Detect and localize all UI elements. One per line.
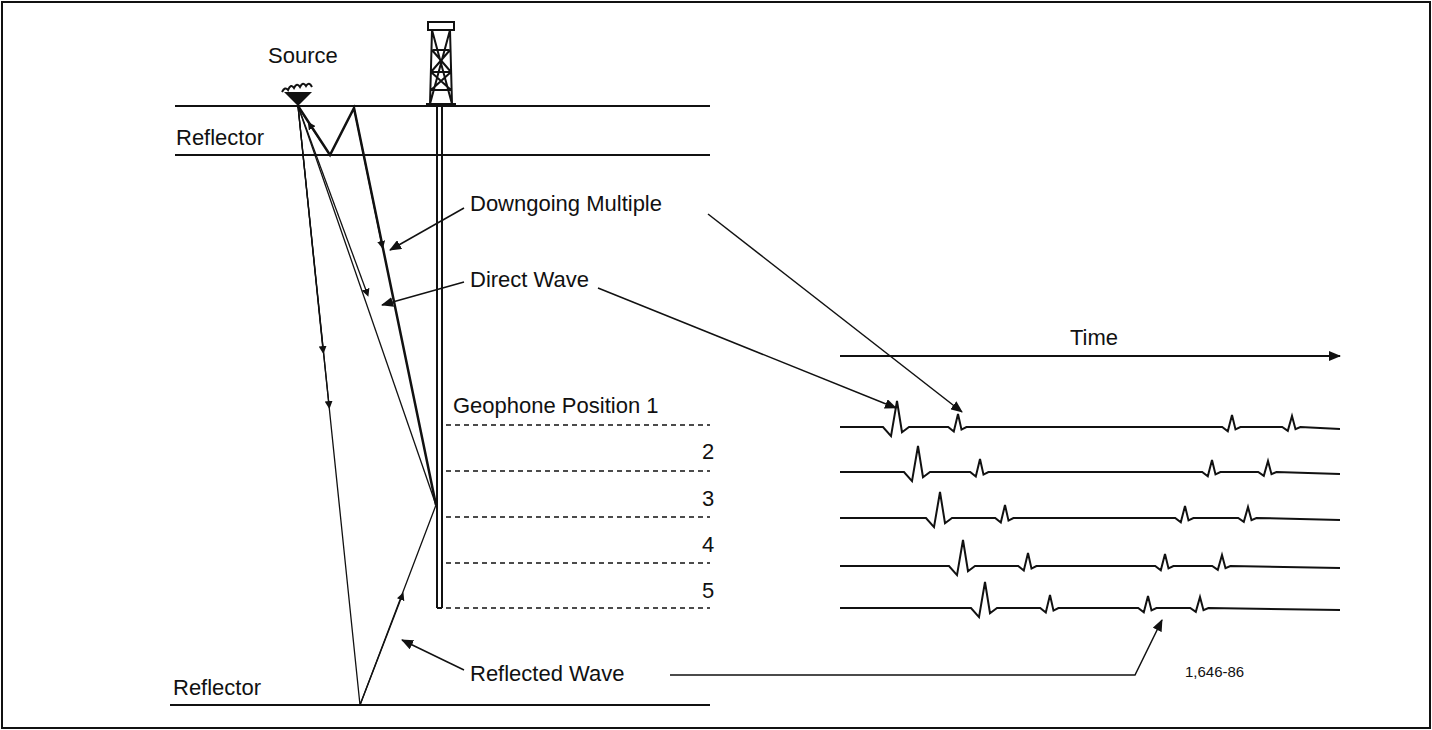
trace <box>840 492 1340 527</box>
seismic-traces <box>840 401 1340 617</box>
label: Reflector <box>173 676 261 700</box>
ray-paths <box>298 106 436 705</box>
label: Time <box>1070 326 1118 350</box>
label: Geophone Position 1 <box>453 394 659 418</box>
source-symbol <box>282 84 312 106</box>
leader-arrows <box>382 208 1340 675</box>
trace <box>840 401 1340 436</box>
position-number: 4 <box>702 533 714 557</box>
trace <box>840 446 1340 481</box>
trace <box>840 540 1340 575</box>
earth-layers <box>170 106 710 705</box>
trace <box>840 582 1340 617</box>
position-number: 3 <box>702 487 714 511</box>
label: Reflected Wave <box>470 662 624 686</box>
position-number: 5 <box>702 579 714 603</box>
figure-number: 1,646-86 <box>1185 664 1244 681</box>
label: Reflector <box>176 126 264 150</box>
position-number: 2 <box>702 440 714 464</box>
label: Source <box>268 44 338 68</box>
label: Direct Wave <box>470 268 589 292</box>
geophone-levels <box>446 425 710 608</box>
label: Downgoing Multiple <box>470 192 662 216</box>
